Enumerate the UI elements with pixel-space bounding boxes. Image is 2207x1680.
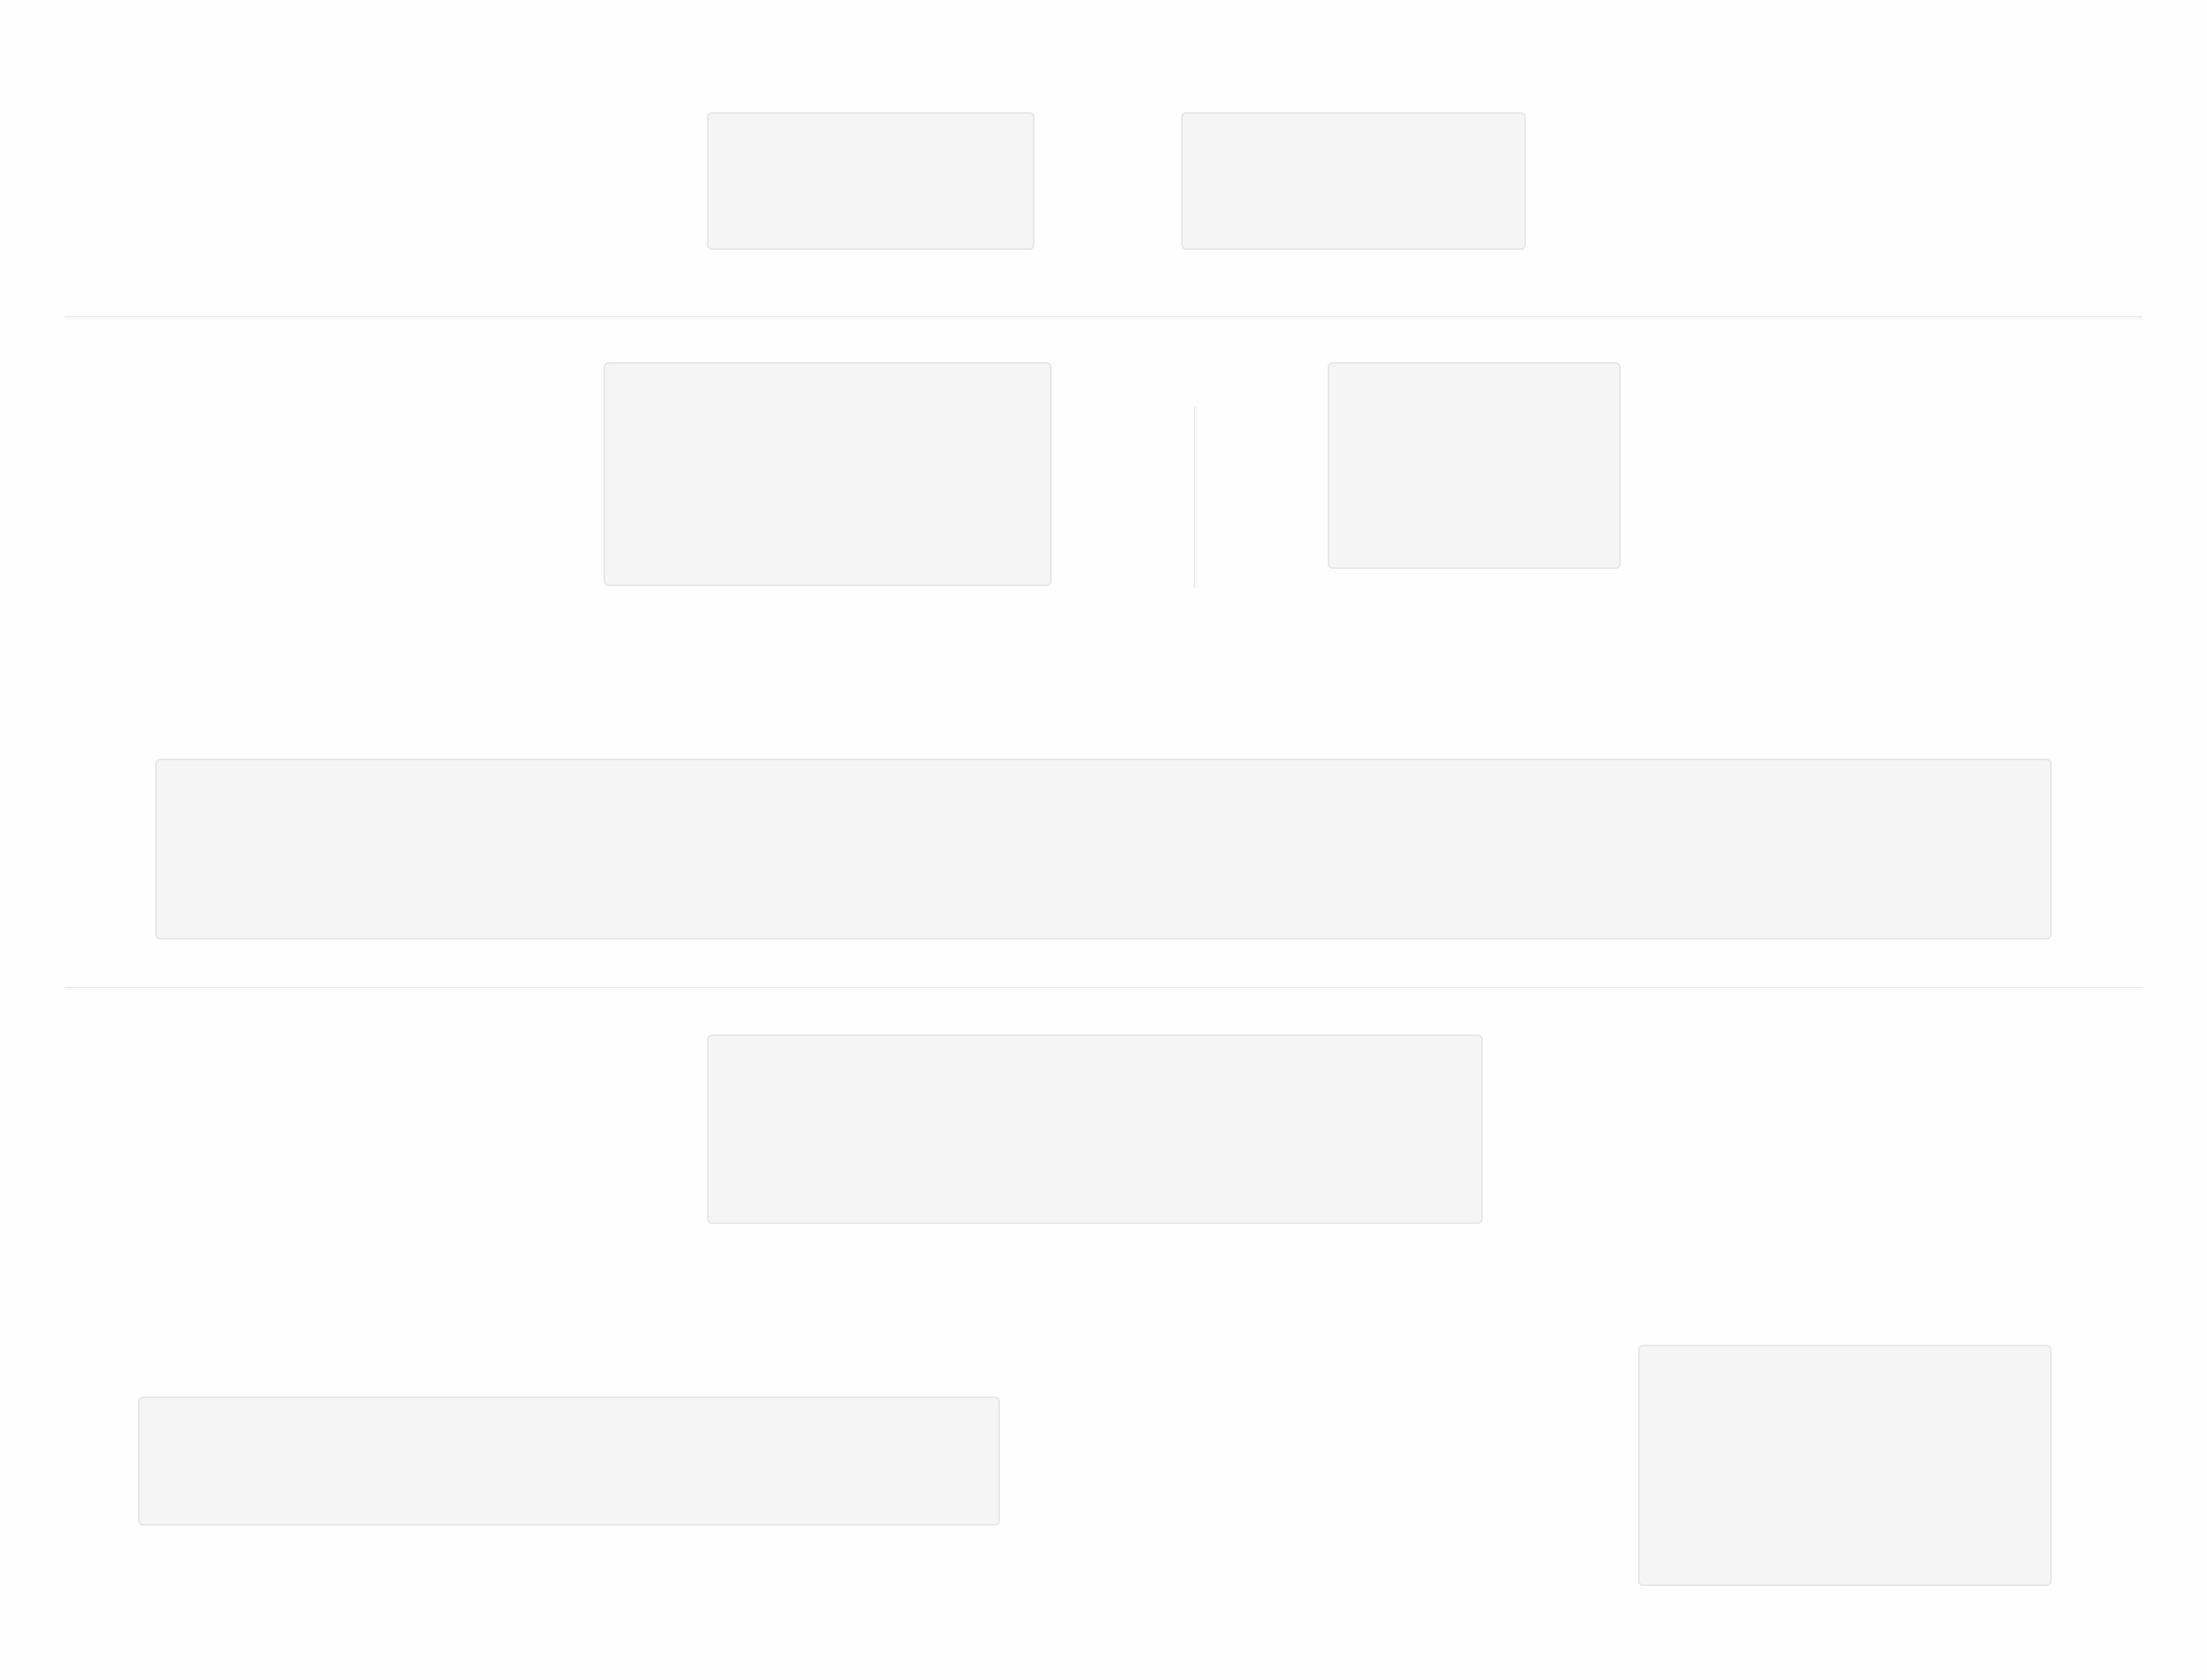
faded-block-bottom-left [138,1396,1000,1526]
faded-row [155,759,2052,940]
section-divider-middle [65,987,2142,990]
faded-block-right [1328,362,1621,569]
faded-block-left [603,362,1052,586]
faded-block-bottom-right [1638,1345,2052,1586]
faded-logo-right [1181,112,1526,250]
faded-logo-left [707,112,1035,250]
column-divider [1194,407,1197,588]
faded-graphic-center [707,1034,1483,1224]
section-divider-top [65,316,2142,320]
